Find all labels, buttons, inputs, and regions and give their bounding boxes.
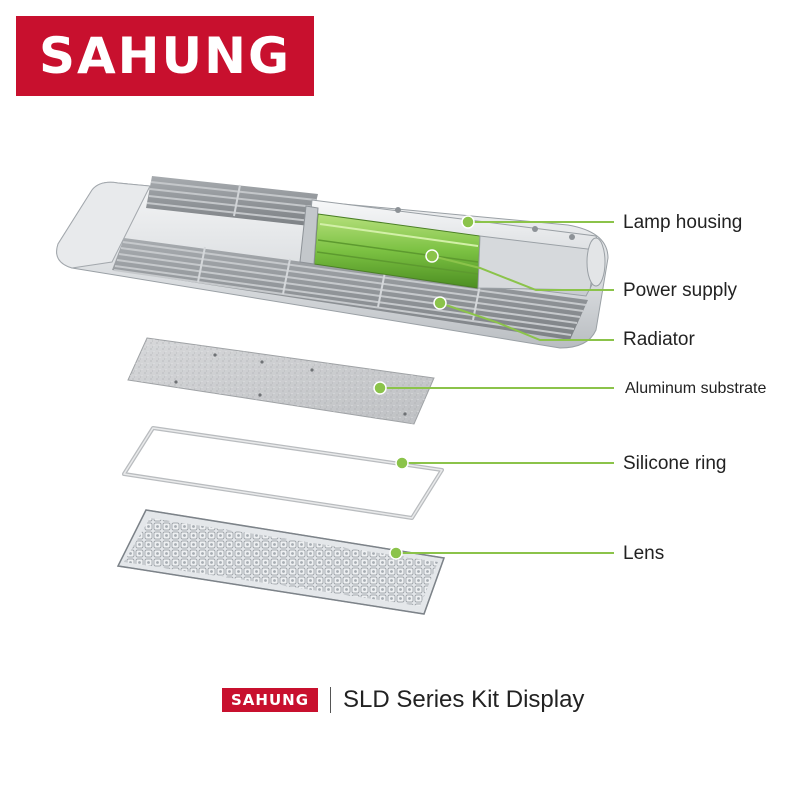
radiator-fins	[112, 238, 588, 340]
callout-dots	[373, 215, 475, 560]
aluminum-substrate-plate	[127, 337, 435, 425]
lamp-body	[56, 176, 609, 349]
label-radiator: Radiator	[623, 329, 695, 350]
label-aluminum-substrate: Aluminum substrate	[625, 380, 767, 397]
label-power-supply: Power supply	[623, 280, 738, 301]
brand-logo: SAHUNG	[16, 16, 314, 96]
footer-title: SLD Series Kit Display	[343, 686, 585, 713]
label-lamp-housing: Lamp housing	[623, 212, 743, 233]
footer-brand-logo: SAHUNG	[222, 688, 319, 712]
footer: SAHUNG SLD Series Kit Display	[222, 684, 584, 716]
footer-divider	[330, 687, 332, 713]
lens-panel	[116, 509, 446, 615]
label-lens: Lens	[623, 543, 665, 564]
silicone-ring-gasket	[122, 426, 444, 520]
label-silicone-ring: Silicone ring	[623, 453, 727, 474]
callout-leaders	[380, 221, 614, 554]
upper-fins	[146, 176, 318, 226]
